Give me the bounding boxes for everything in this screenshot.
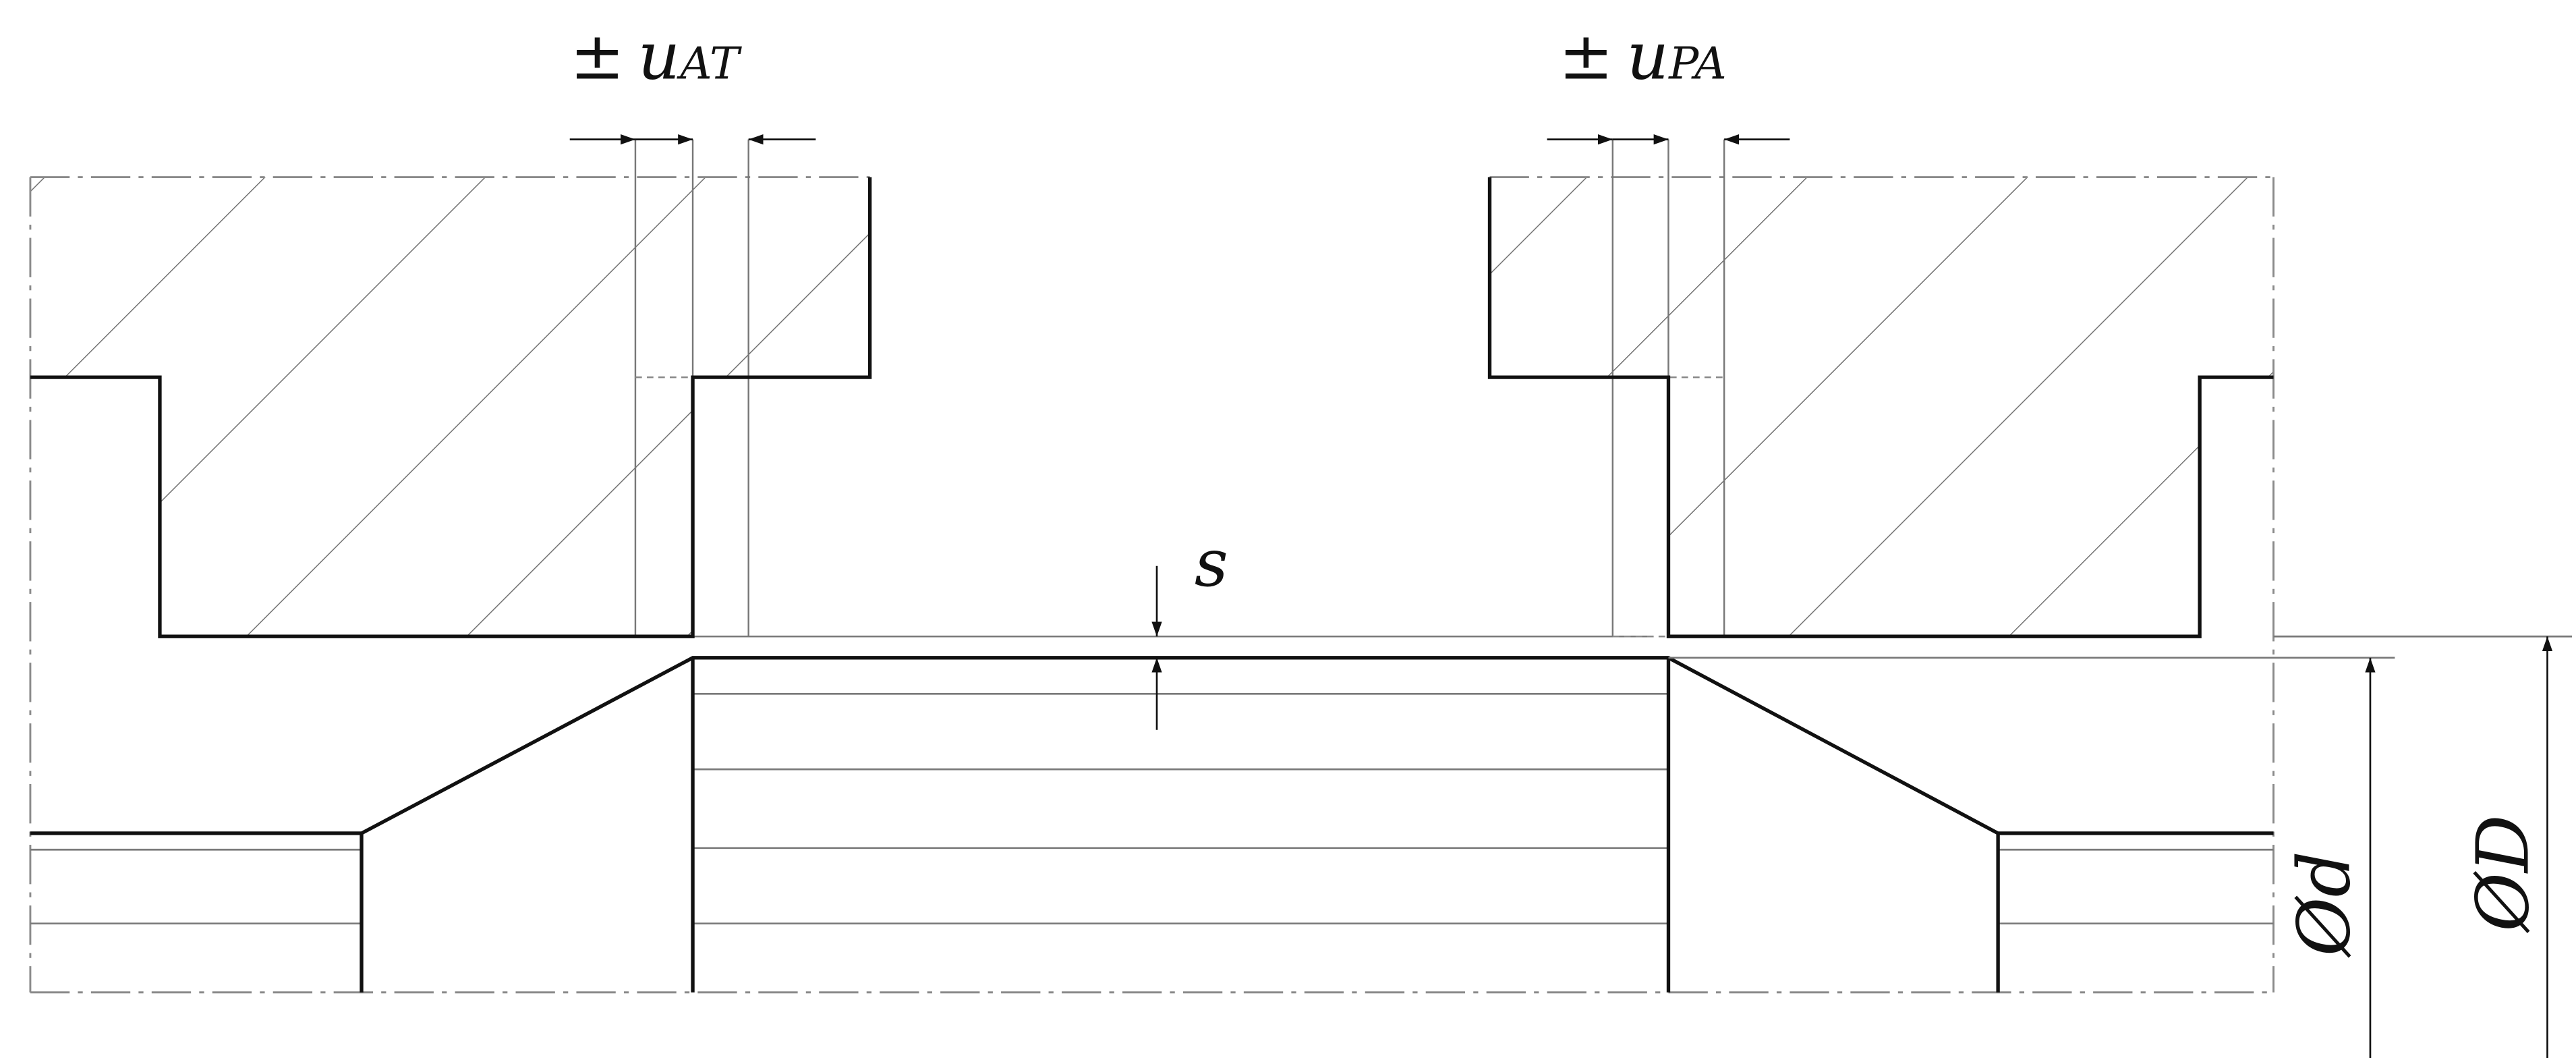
label-s: s <box>1195 525 1228 601</box>
dimension-D <box>2273 635 2572 1058</box>
part-outlines <box>30 177 2274 993</box>
label-u-at: ±uAT <box>570 18 742 94</box>
shaft-thin-lines <box>30 692 2274 924</box>
dimension-d <box>1668 657 2395 1058</box>
tolerance-lines <box>634 139 1725 638</box>
right-housing-section <box>1489 177 2274 637</box>
label-D: ØD <box>2461 814 2545 933</box>
centerline-boundary <box>29 176 2274 994</box>
tolerance-dashed <box>635 376 1725 638</box>
left-housing-section <box>30 177 870 637</box>
label-u-pa: ±uPA <box>1559 18 1727 94</box>
label-d: Ød <box>2283 851 2366 958</box>
